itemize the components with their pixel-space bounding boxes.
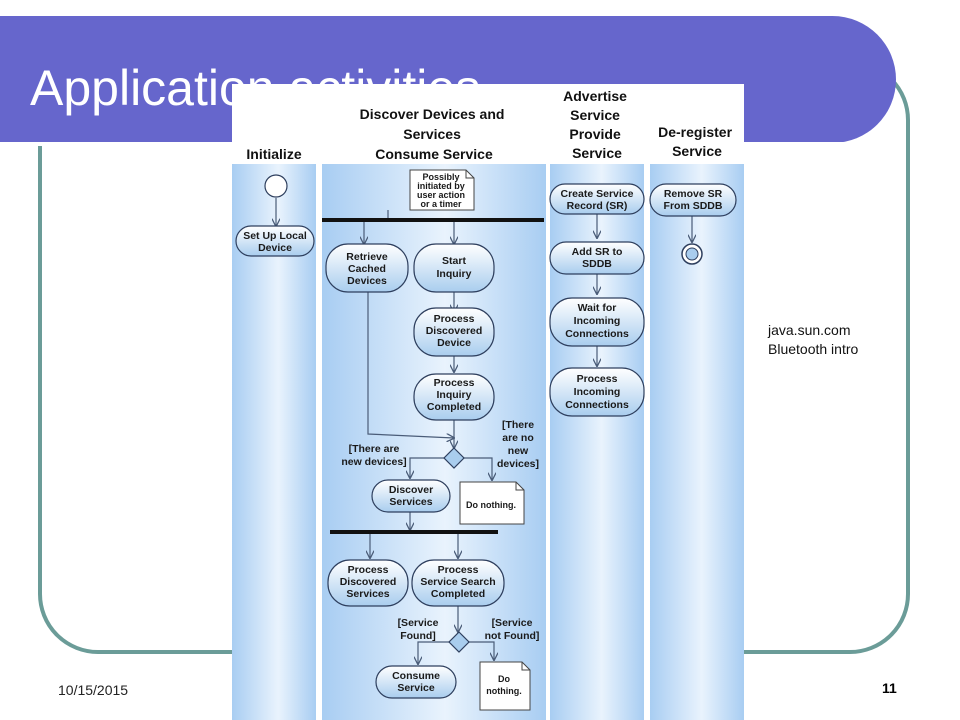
edge-decision-nothing2 — [468, 641, 494, 660]
lane-header-advertise: Advertise Service Provide Service — [563, 88, 631, 161]
source-line-2: Bluetooth intro — [768, 341, 859, 357]
lane-header-deregister: De-register Service — [658, 124, 736, 159]
lane-header-discover: Discover Devices and Services Consume Se… — [360, 106, 509, 162]
activity-diagram-svg: Initialize Discover Devices and Services… — [232, 88, 744, 720]
fork-bar-1 — [322, 218, 544, 222]
svg-text:Do nothing.: Do nothing. — [466, 500, 516, 510]
source-citation: java.sun.com Bluetooth intro — [768, 321, 858, 359]
lane-header-initialize: Initialize — [246, 146, 301, 162]
footer-date: 10/15/2015 — [58, 682, 129, 698]
edge-decision-nothing — [464, 457, 492, 480]
edge-decision-consume — [418, 641, 450, 664]
activity-diagram: Initialize Discover Devices and Services… — [232, 84, 744, 720]
initial-node — [264, 174, 288, 198]
final-node-inner — [685, 247, 699, 261]
fork-bar-2 — [330, 530, 498, 534]
note-do-nothing-1: Do nothing. — [459, 481, 525, 525]
source-line-1: java.sun.com — [768, 322, 851, 338]
lane-initialize-bg — [232, 164, 316, 720]
decision-new-devices — [443, 447, 465, 469]
edge-decision-discover — [410, 457, 444, 478]
decision-service-found — [448, 631, 470, 653]
page-number: 11 — [882, 680, 897, 696]
edge-retrieve-merge — [367, 292, 454, 438]
